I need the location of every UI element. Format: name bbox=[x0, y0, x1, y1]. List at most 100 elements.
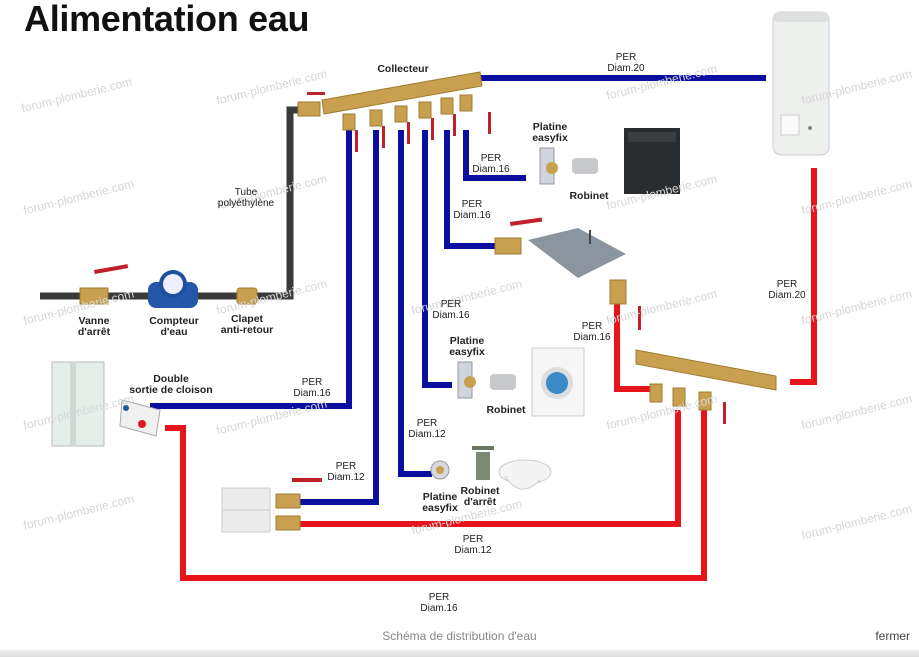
label-line: Robinet bbox=[460, 485, 500, 497]
label-line: Clapet bbox=[230, 313, 264, 325]
label-line: Compteur bbox=[149, 315, 199, 327]
cold-pipe-dishwasher bbox=[463, 130, 526, 181]
label-line: PER bbox=[416, 418, 438, 429]
label-line: sortie de cloison bbox=[129, 384, 213, 396]
label-line: PER bbox=[440, 299, 462, 310]
label-line: easyfix bbox=[422, 502, 458, 514]
cold-pipe-shower bbox=[150, 130, 352, 409]
image-caption: Schéma de distribution d'eau bbox=[382, 629, 537, 643]
cold-pipe-washer bbox=[422, 130, 452, 388]
label-line: Diam.20 bbox=[768, 290, 806, 301]
hot-pipe-heater bbox=[790, 168, 817, 385]
label-line: Tube bbox=[234, 187, 258, 198]
label-line: Diam.16 bbox=[453, 210, 491, 221]
basin-cabinet bbox=[221, 487, 271, 533]
label-line: Diam.16 bbox=[472, 164, 510, 175]
label-line: Platine bbox=[449, 335, 485, 347]
sink-hot-valve bbox=[609, 279, 641, 330]
easyfix-plate-3 bbox=[430, 460, 450, 480]
label-line: PER bbox=[462, 534, 484, 545]
label-line: d'eau bbox=[160, 326, 188, 338]
check-valve bbox=[236, 287, 258, 305]
cold-pipe-basin bbox=[300, 130, 379, 505]
label-line: PER bbox=[301, 377, 323, 388]
label-line: Platine bbox=[422, 491, 458, 503]
label-line: PER bbox=[776, 279, 798, 290]
label-line: Diam.20 bbox=[607, 63, 645, 74]
label-line: Diam.16 bbox=[293, 388, 331, 399]
kitchen-sink bbox=[528, 228, 626, 278]
hot-collector bbox=[635, 349, 777, 424]
wall-outlet-plate bbox=[119, 399, 161, 437]
label-line: Double bbox=[153, 373, 189, 385]
stop-valve bbox=[79, 264, 129, 305]
bottom-shadow-bar bbox=[0, 650, 919, 657]
water-heater bbox=[772, 11, 830, 156]
inlet-valve bbox=[297, 92, 325, 117]
shower-cabin bbox=[51, 361, 105, 447]
label-line: d'arrêt bbox=[77, 326, 111, 338]
label-collecteur: Collecteur bbox=[377, 63, 429, 75]
cold-pipe-wc bbox=[398, 130, 432, 477]
label-line: Diam.12 bbox=[454, 545, 492, 556]
label-robinet-1: Robinet bbox=[569, 190, 609, 202]
hot-pipe-sink bbox=[614, 300, 650, 392]
water-meter bbox=[148, 270, 198, 308]
label-line: Diam.16 bbox=[573, 332, 611, 343]
label-line: Vanne bbox=[78, 315, 110, 327]
label-line: Diam.12 bbox=[408, 429, 446, 440]
label-line: Diam.12 bbox=[327, 472, 365, 483]
hot-pipe-basin bbox=[300, 410, 681, 527]
easyfix-plate-1 bbox=[539, 147, 598, 185]
hot-pipes bbox=[165, 168, 817, 581]
basin-valves bbox=[275, 478, 322, 531]
label-line: PER bbox=[335, 461, 357, 472]
label-line: PER bbox=[461, 199, 483, 210]
stop-tap bbox=[472, 446, 494, 480]
label-line: Diam.16 bbox=[432, 310, 470, 321]
cold-pipe-sink bbox=[444, 130, 495, 249]
label-line: easyfix bbox=[532, 132, 568, 144]
label-robinet-2: Robinet bbox=[486, 404, 526, 416]
dishwasher bbox=[624, 128, 680, 194]
wall-toilet bbox=[498, 459, 552, 490]
washing-machine bbox=[531, 347, 585, 417]
label-line: Platine bbox=[532, 121, 568, 133]
label-line: PER bbox=[428, 592, 450, 603]
label-line: polyéthylène bbox=[217, 198, 275, 209]
label-line: Diam.16 bbox=[420, 603, 458, 614]
page-title: Alimentation eau bbox=[24, 0, 310, 39]
label-line: PER bbox=[480, 153, 502, 164]
label-line: d'arrêt bbox=[463, 496, 497, 508]
label-line: easyfix bbox=[449, 346, 485, 358]
label-line: PER bbox=[581, 321, 603, 332]
label-line: anti-retour bbox=[220, 324, 274, 336]
hot-pipe-shower bbox=[165, 410, 707, 581]
label-line: PER bbox=[615, 52, 637, 63]
easyfix-plate-2 bbox=[457, 361, 516, 399]
close-link[interactable]: fermer bbox=[875, 629, 910, 643]
sink-cold-valve bbox=[494, 217, 543, 255]
cold-collector bbox=[321, 71, 491, 152]
